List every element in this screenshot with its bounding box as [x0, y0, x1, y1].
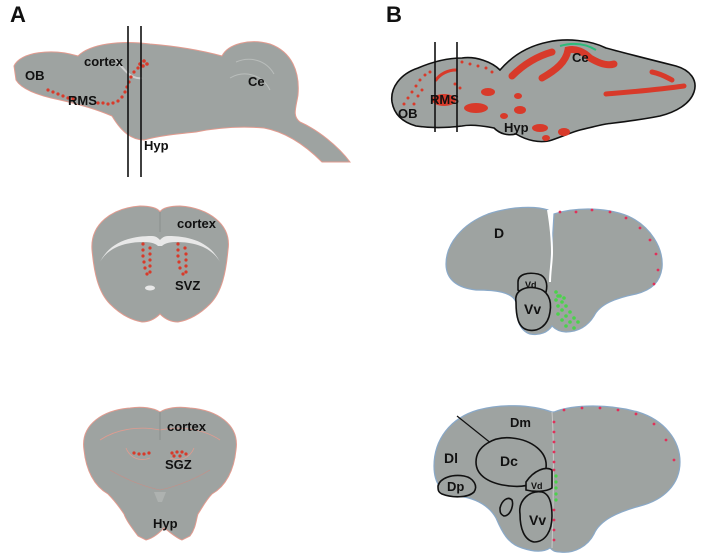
label-hyp: Hyp: [504, 120, 529, 135]
region-small-nucleus-outline: [499, 497, 514, 517]
proliferation-band: [508, 48, 556, 80]
rms-dot: [116, 99, 120, 103]
proliferation-blob: [514, 93, 522, 99]
label-vd: Vd: [525, 280, 537, 290]
label-hyp: Hyp: [144, 138, 169, 153]
fish-section1-outline: [445, 206, 663, 336]
region-vv-outline: [515, 286, 552, 332]
rms-dot: [106, 102, 110, 106]
proliferation-blob: [558, 128, 570, 136]
rms-dot: [56, 92, 60, 96]
proliferation-blob: [514, 106, 526, 114]
fish-sagittal-section: Ce RMS OB Hyp: [391, 39, 696, 143]
coronal2-outline: [83, 406, 237, 541]
proliferation-blob: [532, 124, 548, 132]
region-vv-outline: [519, 490, 553, 543]
dentate-gyrus-left: [125, 447, 151, 460]
dentate-gyrus-right: [169, 447, 195, 460]
svz-dots-left: [141, 242, 152, 276]
label-dm: Dm: [510, 415, 531, 430]
rms-dot: [46, 88, 50, 92]
label-cortex: cortex: [84, 54, 124, 69]
fish-section2: Dm Dl Dc Dp Vd Vv: [433, 405, 681, 553]
proliferation-band: [538, 46, 618, 82]
fish-meninges-green: [559, 42, 597, 51]
proliferation-blob: [542, 135, 550, 141]
rms-dot: [96, 101, 100, 105]
rms-dot: [132, 70, 136, 74]
label-ob: OB: [25, 68, 45, 83]
rms-dot: [111, 101, 115, 105]
cerebellum-folia: [235, 58, 275, 75]
fish-section1-green-dots: [554, 290, 580, 330]
anterior-commissure: [145, 285, 155, 291]
label-hyp: Hyp: [153, 516, 178, 531]
label-svz: SVZ: [175, 278, 200, 293]
region-boundary-line: [456, 415, 493, 445]
rms-dot: [101, 101, 105, 105]
label-ob: OB: [398, 106, 418, 121]
rms-dot: [145, 62, 149, 66]
proliferation-blob: [464, 103, 488, 113]
fish-proliferation-bands: [434, 46, 687, 97]
label-vd: Vd: [531, 481, 543, 491]
rms-dot: [129, 75, 133, 79]
fish-section2-pink-dots: [552, 406, 676, 542]
fish-section1-pink-dots: [558, 208, 660, 286]
label-rms: RMS: [430, 92, 459, 107]
fish-section2-midline: [551, 411, 554, 549]
mouse-coronal-sgz-section: cortex SGZ Hyp: [83, 406, 237, 541]
label-vv: Vv: [524, 301, 541, 317]
proliferation-blob: [500, 113, 508, 119]
proliferation-blob: [481, 88, 495, 96]
panel-b-letter: B: [386, 2, 402, 27]
proliferation-band: [603, 83, 687, 97]
corpus-callosum: [100, 236, 220, 262]
rms-dot: [141, 64, 145, 68]
rms-dot: [120, 95, 124, 99]
proliferation-blob: [432, 94, 456, 106]
region-dp-outline: [437, 474, 477, 498]
label-dp: Dp: [447, 479, 464, 494]
fish-section2-green-dots: [554, 474, 558, 502]
proliferation-band: [434, 68, 458, 82]
mouse-sagittal-section: OB cortex RMS Ce Hyp: [13, 26, 352, 177]
label-ce: Ce: [248, 74, 265, 89]
rms-dot: [61, 94, 65, 98]
cerebellum-folia: [229, 73, 271, 91]
rms-dot: [136, 66, 140, 70]
third-ventricle: [154, 492, 166, 502]
fish-sagittal-outline: [391, 39, 696, 143]
fish-telencephalon-section: D Vd Vv: [445, 206, 663, 336]
sgz-dots: [132, 450, 188, 458]
rms-dot: [142, 59, 146, 63]
rms-dot: [66, 96, 70, 100]
proliferation-band: [649, 69, 675, 83]
mouse-coronal-svz-section: cortex SVZ: [91, 205, 229, 323]
label-d: D: [494, 225, 504, 241]
label-vv: Vv: [529, 512, 546, 528]
label-cortex: cortex: [177, 216, 217, 231]
panel-a-letter: A: [10, 2, 26, 27]
label-cortex: cortex: [167, 419, 207, 434]
thalamic-boundary: [109, 469, 211, 491]
region-vd-outline: [525, 467, 553, 493]
mouse-sagittal-outline: [13, 41, 352, 163]
label-sgz: SGZ: [165, 457, 192, 472]
label-dl: Dl: [444, 450, 458, 466]
label-ce: Ce: [572, 50, 589, 65]
rms-dot: [51, 90, 55, 94]
label-rms: RMS: [68, 93, 97, 108]
label-dc: Dc: [500, 453, 518, 469]
fish-sagittal-dots: [402, 60, 494, 106]
coronal1-outline: [91, 205, 229, 323]
fish-proliferation-blobs: [432, 88, 570, 141]
fish-section1-midline: [547, 209, 554, 283]
svz-dots-right: [176, 242, 188, 276]
rms-dot: [71, 97, 75, 101]
rms-dot: [123, 90, 127, 94]
